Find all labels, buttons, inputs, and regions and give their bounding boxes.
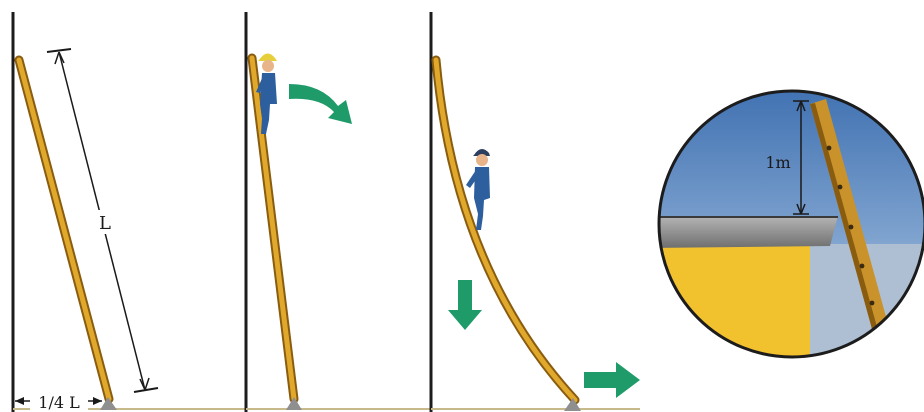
ladder-highlight bbox=[249, 55, 297, 402]
bent-ladder-highlight bbox=[433, 57, 578, 403]
arm bbox=[256, 76, 266, 93]
rung-bolt bbox=[848, 224, 854, 230]
helmet bbox=[258, 53, 277, 61]
bent-ladder bbox=[431, 55, 580, 405]
base-label-bg bbox=[30, 391, 88, 411]
height-arrow-top bbox=[796, 100, 806, 112]
ladder bbox=[810, 99, 888, 329]
helmet bbox=[473, 148, 490, 156]
head bbox=[476, 154, 488, 166]
ladder-foot bbox=[564, 398, 581, 411]
height-arrow-bottom bbox=[796, 203, 806, 215]
curved-arrow-icon bbox=[289, 84, 352, 124]
right-arrow-icon bbox=[584, 362, 640, 398]
length-label-bg bbox=[96, 210, 114, 234]
length-label: L bbox=[99, 213, 111, 234]
worker-icon bbox=[256, 53, 277, 134]
worker-icon bbox=[466, 148, 490, 230]
head bbox=[262, 60, 274, 72]
body bbox=[260, 73, 277, 134]
detail-circle: 1m bbox=[657, 89, 924, 359]
ladder-foot bbox=[100, 397, 117, 410]
ladder-rail-shade bbox=[810, 103, 877, 329]
length-dimension-tick-bottom bbox=[133, 387, 159, 393]
down-arrow-icon bbox=[448, 280, 482, 330]
base-arrow-right bbox=[93, 397, 102, 405]
height-label: 1m bbox=[765, 153, 790, 172]
detail-circle-border bbox=[657, 89, 924, 359]
rung-bolt bbox=[837, 184, 843, 190]
rung-bolt bbox=[869, 300, 875, 306]
panel-2 bbox=[244, 12, 430, 412]
length-arrow-top bbox=[54, 51, 65, 65]
rung-bolt bbox=[826, 145, 832, 151]
rung-bolt bbox=[859, 263, 865, 269]
body bbox=[474, 167, 490, 230]
roof-edge bbox=[659, 216, 838, 248]
ladder-foot bbox=[286, 397, 302, 410]
panel-1: L 1/4 L bbox=[11, 12, 245, 412]
base-arrow-left bbox=[15, 397, 24, 405]
arm bbox=[466, 170, 479, 188]
length-dimension-tick-top bbox=[46, 48, 72, 53]
panel-3 bbox=[429, 12, 640, 412]
ladder-highlight bbox=[16, 57, 112, 402]
length-arrow-bottom bbox=[139, 377, 150, 391]
base-label: 1/4 L bbox=[38, 393, 80, 412]
